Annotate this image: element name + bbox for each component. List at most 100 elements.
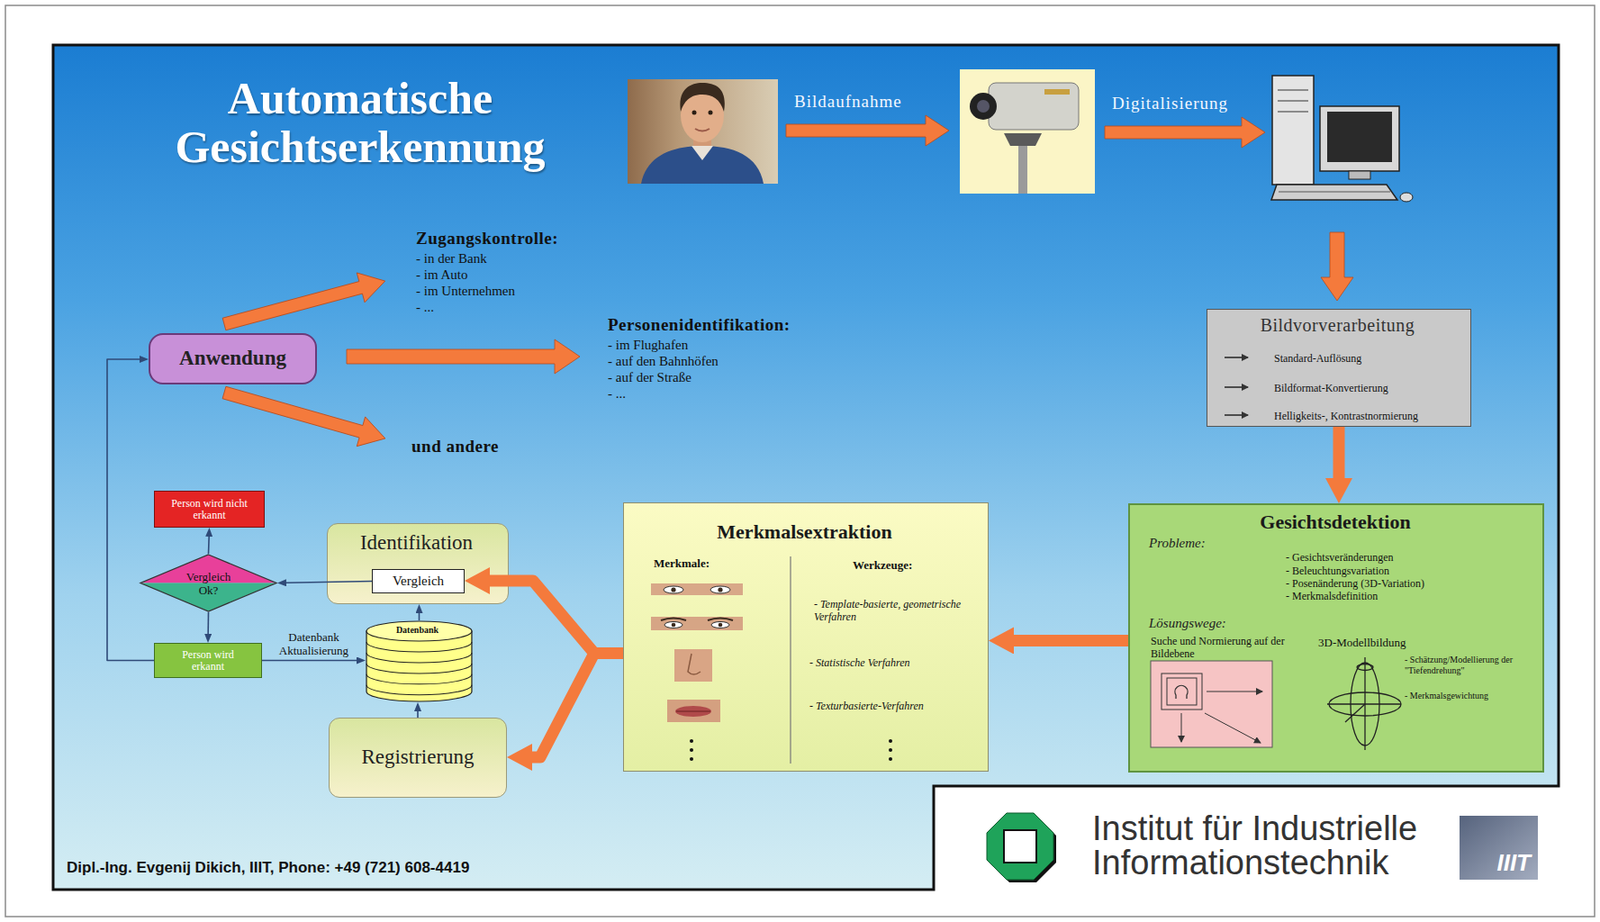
text-slot: Gesichtsdetektion xyxy=(1129,510,1541,534)
text-slot: Bildvorverarbeitung xyxy=(1207,314,1468,336)
node-text: Lösungswege: xyxy=(1148,615,1275,632)
dot xyxy=(689,757,694,761)
eyebrow xyxy=(660,618,733,622)
drive-slot xyxy=(1277,111,1309,113)
block-arrow xyxy=(220,266,389,340)
application-box: Anwendung xyxy=(148,333,317,385)
text-slot: Identifikation xyxy=(327,531,506,555)
camera-mount xyxy=(1003,133,1042,146)
photo-face xyxy=(680,88,724,143)
camera-background xyxy=(959,69,1095,194)
text-slot: - Schätzung/Modellierung der "Tiefendreh… xyxy=(1404,654,1538,677)
node-text: Merkmalsextraktion xyxy=(623,520,986,543)
camera-badge xyxy=(1044,89,1070,95)
label-slot: - in der Bank xyxy=(415,250,597,267)
node-text: Bildformat-Konvertierung xyxy=(1274,381,1462,395)
connector-arrow xyxy=(532,652,624,758)
axis-line xyxy=(1327,703,1402,705)
block-arrow xyxy=(786,115,950,146)
poster-panel xyxy=(53,45,1559,890)
dot xyxy=(888,748,893,752)
scan-arrow xyxy=(1204,713,1261,743)
facial-features xyxy=(650,583,743,723)
text-slot: Probleme: xyxy=(1148,535,1275,552)
search-window-inner xyxy=(1166,677,1197,706)
label-slot: - im Auto xyxy=(415,266,597,283)
node-text: - Beleuchtungsvariation xyxy=(1285,564,1534,578)
scan-arrow xyxy=(1181,713,1183,742)
logo-hole xyxy=(1003,830,1037,863)
rotation-ring xyxy=(1328,692,1402,716)
process-box: IdentifikationVergleich xyxy=(326,523,509,605)
photo-collar xyxy=(691,145,714,161)
computer-keyboard xyxy=(1271,184,1398,200)
node-text: - Posenänderung (3D-Variation) xyxy=(1285,577,1534,590)
photo-neck xyxy=(693,131,712,148)
label-slot: Zugangskontrolle: xyxy=(415,228,624,249)
label-slot: Personenidentifikation: xyxy=(607,315,860,335)
text-slot: Bildformat-Konvertierung xyxy=(1274,381,1462,395)
text-slot: - Template-basierte, geometrische Verfah… xyxy=(813,597,977,624)
eye xyxy=(710,586,731,594)
text-slot: - Gesichtsveränderungen xyxy=(1285,551,1534,564)
node-text: - Statistische Verfahren xyxy=(809,656,977,669)
drive-slot xyxy=(1277,100,1309,102)
text-slot: Lösungswege: xyxy=(1148,615,1275,632)
continuation-dots xyxy=(689,739,893,761)
text-slot: - Merkmalsdefinition xyxy=(1285,589,1534,603)
rotation-mark xyxy=(1356,664,1374,671)
node-label: Anwendung xyxy=(179,346,287,371)
label-slot: Bildaufnahme xyxy=(794,91,948,112)
list-item: - im Auto xyxy=(415,266,597,283)
nose-region xyxy=(674,649,713,682)
edge-label: Datenbank Aktualisierung xyxy=(264,630,364,658)
label-slot: - im Unternehmen xyxy=(415,282,597,299)
list-item: - in der Bank xyxy=(415,250,597,267)
author-footer: Dipl.-Ing. Evgenij Dikich, IIIT, Phone: … xyxy=(66,858,697,877)
pupil xyxy=(671,623,677,628)
cylinder-disc xyxy=(366,674,472,685)
connector-arrow xyxy=(207,612,209,634)
arrow-label: Digitalisierung xyxy=(1111,93,1266,114)
logo-octagon xyxy=(986,813,1054,880)
photo-shirt xyxy=(641,145,764,184)
dot xyxy=(888,757,893,761)
pupil xyxy=(670,587,676,592)
3d-axes-sketch xyxy=(1327,657,1402,751)
node-text: - Merkmalsdefinition xyxy=(1285,589,1534,603)
list-heading: Personenidentifikation: xyxy=(607,315,860,335)
cylinder-disc xyxy=(366,663,472,674)
node-label: Vergleich xyxy=(392,573,444,589)
photo-mouth xyxy=(695,128,710,132)
text-slot: - Beleuchtungsvariation xyxy=(1285,564,1534,578)
connector-arrow xyxy=(1333,426,1346,479)
result-box: Person wird erkannt xyxy=(153,642,263,678)
computer-picture xyxy=(1271,75,1413,202)
computer-tower xyxy=(1272,75,1314,185)
node-text: Merkmale: xyxy=(653,556,753,570)
label-slot: - auf den Bahnhöfen xyxy=(607,352,806,370)
connector-arrow xyxy=(416,711,419,718)
search-window xyxy=(1161,673,1203,710)
node-text: Helligkeits-, Kontrastnormierung xyxy=(1274,409,1462,423)
node-text: Identifikation xyxy=(327,531,506,555)
node-label: Person wird erkannt xyxy=(170,649,246,673)
list-arrow xyxy=(1224,414,1248,416)
portrait-photo xyxy=(627,79,778,184)
block-arrow xyxy=(219,378,389,454)
cylinder-disc xyxy=(366,641,472,652)
eye-region xyxy=(650,583,743,596)
mouth xyxy=(675,705,712,717)
label-slot: - ... xyxy=(607,385,806,402)
label-slot: Digitalisierung xyxy=(1111,93,1266,114)
connector-arrow xyxy=(262,659,357,662)
axis-line xyxy=(1364,657,1365,751)
compare-box: Vergleich xyxy=(371,569,465,594)
label-slot: und andere xyxy=(411,436,556,457)
computer-mouse xyxy=(1400,192,1413,202)
node-text: - Gesichtsveränderungen xyxy=(1285,551,1534,564)
node-text: Bildvorverarbeitung xyxy=(1207,314,1468,336)
decision-diamond: Vergleich Ok? xyxy=(139,553,278,613)
photo-eye xyxy=(692,110,697,116)
lip-line xyxy=(676,711,711,713)
